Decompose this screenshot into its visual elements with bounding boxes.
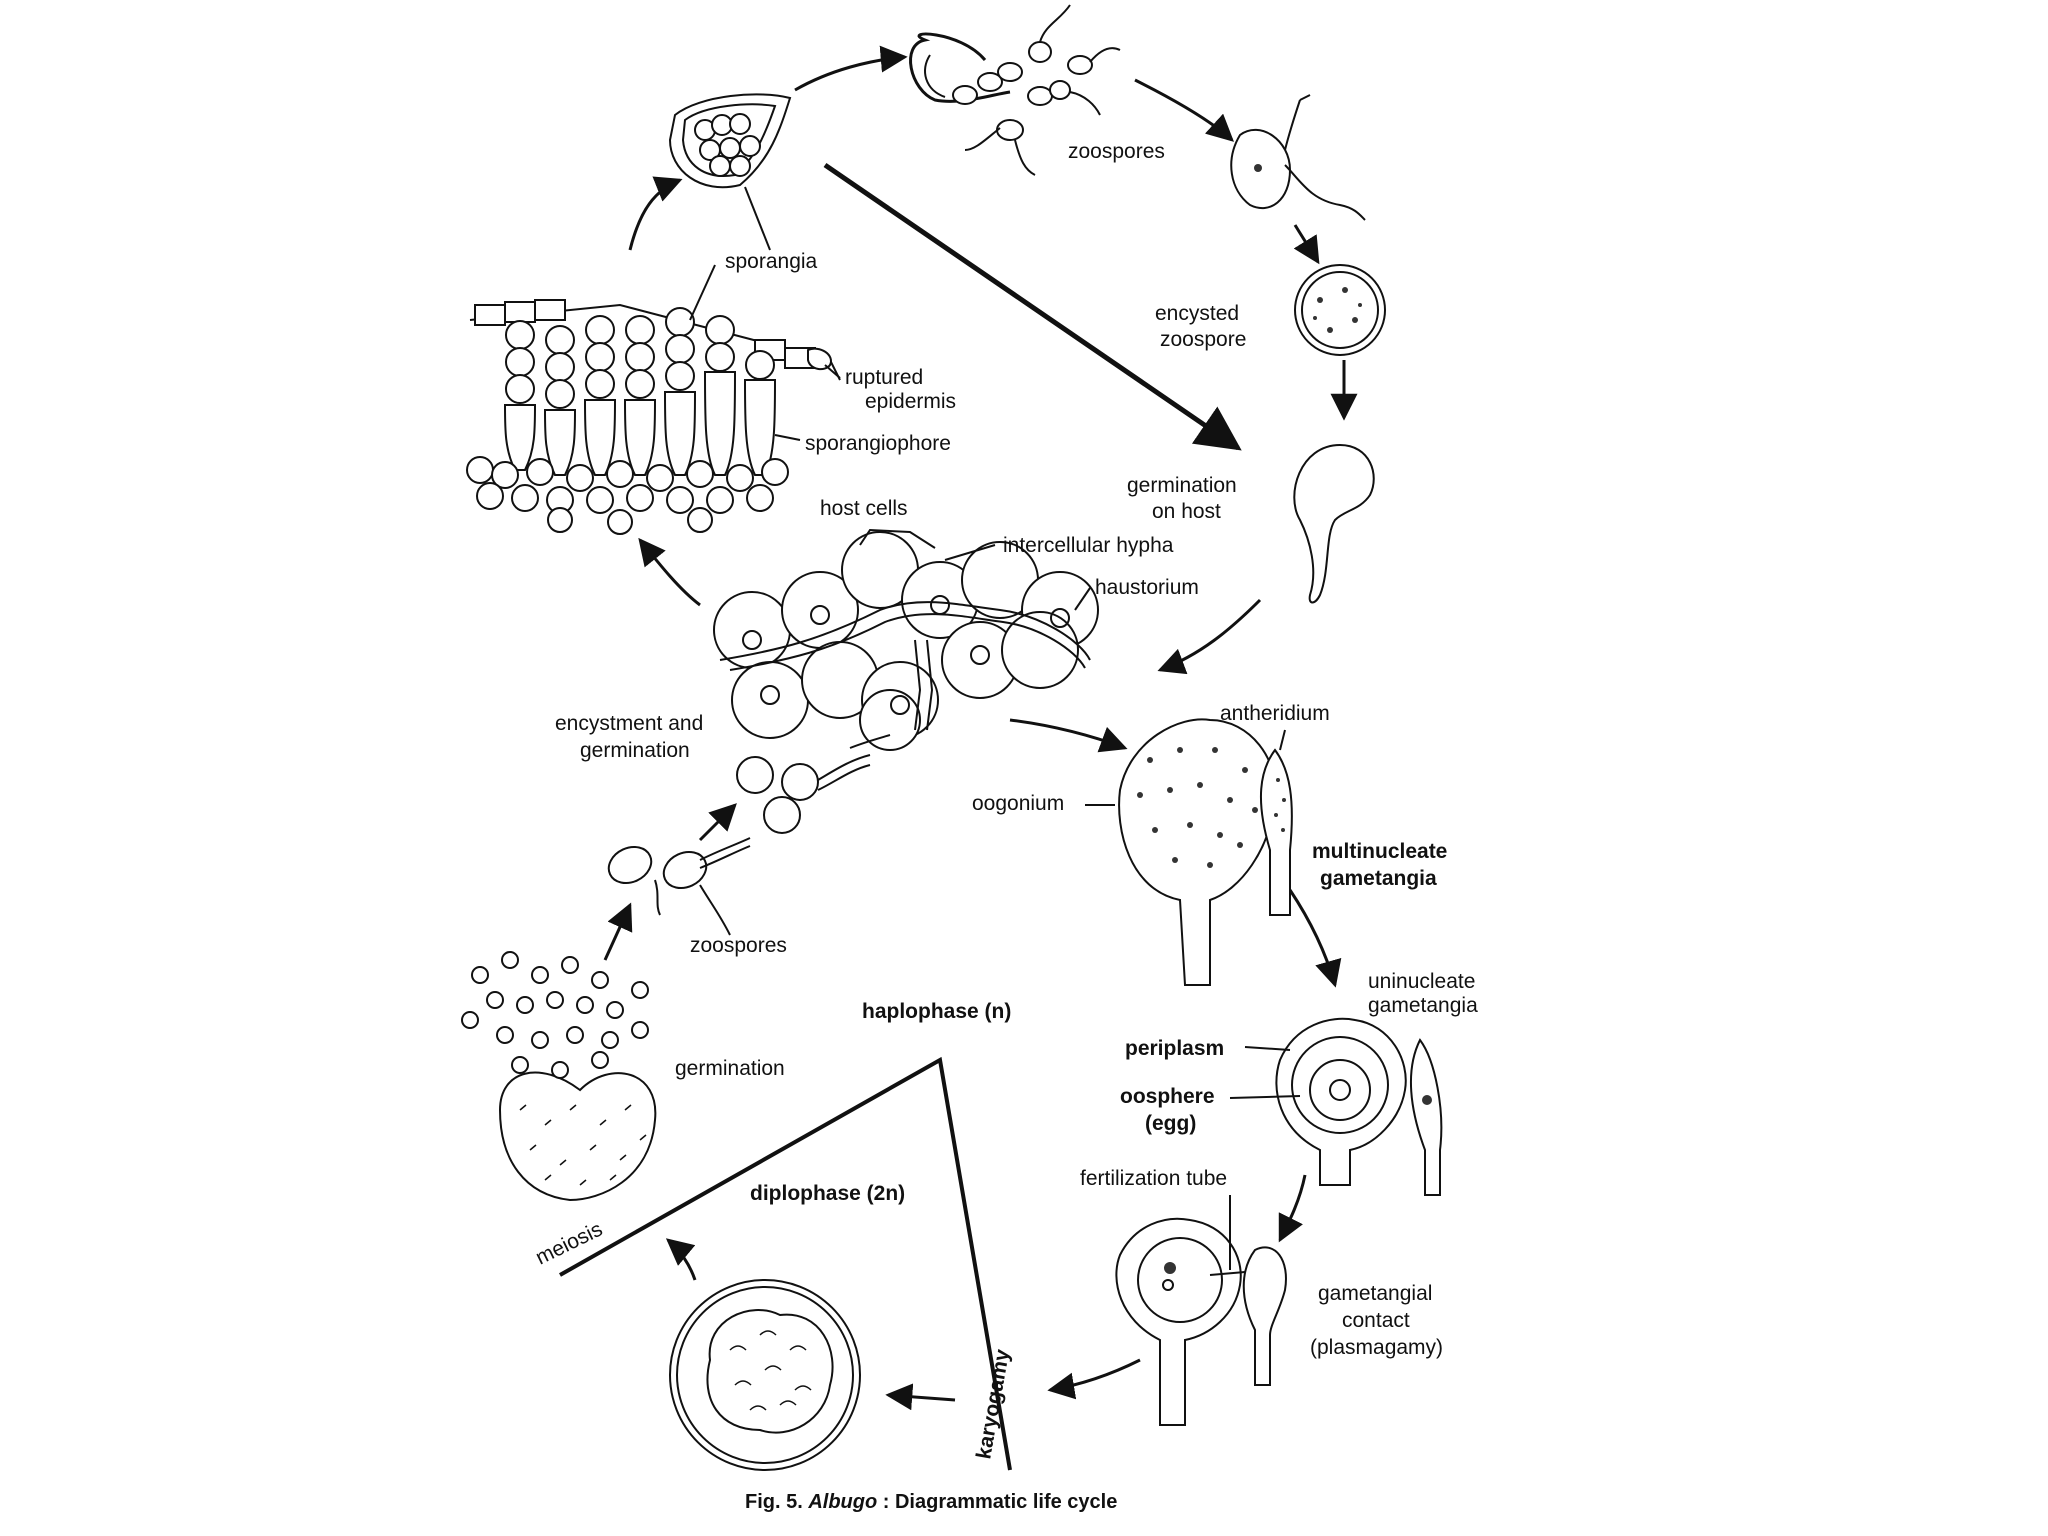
label-oosphere: oosphere <box>1120 1085 1215 1108</box>
caption-suffix: : Diagrammatic life cycle <box>877 1491 1117 1513</box>
label-multinucleate: multinucleate <box>1312 840 1447 863</box>
germinating-oospore <box>461 951 657 1202</box>
label-epidermis: epidermis <box>865 390 956 413</box>
label-zoospores-top: zoospores <box>1068 140 1165 163</box>
label-germination: germination <box>675 1057 785 1080</box>
cycle-arrows <box>603 45 1358 1411</box>
label-haustorium: haustorium <box>1095 576 1199 599</box>
label-sporangiophore: sporangiophore <box>805 432 951 455</box>
label-contact: contact <box>1342 1309 1410 1332</box>
label-germination-on-host-2: on host <box>1152 500 1221 523</box>
label-ruptured: ruptured <box>845 366 923 389</box>
label-periplasm: periplasm <box>1125 1037 1224 1060</box>
sporangia-chains <box>503 307 777 476</box>
label-encysted: encysted <box>1155 302 1239 325</box>
label-sporangia: sporangia <box>725 250 818 273</box>
germinating-zoospore <box>1293 443 1375 604</box>
arrow-to-sporangiophores <box>638 537 701 607</box>
label-host-cells: host cells <box>820 497 908 520</box>
sporangia-pointer <box>744 186 771 251</box>
label-gametangial: gametangial <box>1318 1282 1432 1305</box>
arrow-to-meiosis <box>665 1238 697 1281</box>
encystment-germination <box>607 734 891 936</box>
arrow-direct-germination <box>823 162 1242 451</box>
haustorium-pointer <box>1074 587 1091 611</box>
host-tissue-base <box>466 456 789 535</box>
arrow-to-oospore <box>885 1383 956 1411</box>
antheridium-pointer <box>1279 729 1286 751</box>
swimming-zoospore <box>1230 94 1366 221</box>
sporangia-pointer-2 <box>689 264 716 321</box>
arrow-to-oogonium <box>1009 718 1128 753</box>
label-oogonium: oogonium <box>972 792 1064 815</box>
uninucleate-gametangia <box>1229 1017 1443 1196</box>
intercellular-hypha-pointer <box>944 544 996 561</box>
ruptured-epidermis-pointer <box>824 364 841 379</box>
multinucleate-gametangia <box>1085 718 1293 986</box>
periplasm-pointer <box>1244 1046 1291 1051</box>
label-zoospore: zoospore <box>1160 328 1246 351</box>
arrow-to-fertilization <box>1278 1174 1307 1243</box>
arrow-to-encysted <box>1293 224 1320 265</box>
figure-caption: Fig. 5. Albugo : Diagrammatic life cycle <box>745 1491 1117 1513</box>
caption-prefix: Fig. 5. <box>745 1491 808 1513</box>
arrow-to-encystment <box>698 803 737 842</box>
label-germination-on-host-1: germination <box>1127 474 1237 497</box>
arrow-to-host <box>1157 598 1262 675</box>
host-cells-pointer <box>859 528 936 549</box>
sporangium <box>668 93 792 251</box>
label-karyogamy: karyogamy <box>972 1347 1014 1461</box>
arrow-to-zoospores <box>794 45 908 92</box>
label-encystment-germination: germination <box>580 739 690 762</box>
label-uninucleate: uninucleate <box>1368 970 1475 993</box>
arrow-to-oospore-right <box>1047 1358 1141 1400</box>
label-meiosis: meiosis <box>532 1218 606 1270</box>
infected-host-cells <box>713 528 1099 751</box>
arrow-to-sporangium <box>628 176 683 251</box>
label-plasmagamy: (plasmagamy) <box>1310 1336 1443 1359</box>
label-antheridium: antheridium <box>1220 702 1330 725</box>
oospore <box>669 1279 861 1471</box>
label-oosphere-egg: (egg) <box>1145 1112 1196 1135</box>
label-uninucleate-gametangia: gametangia <box>1368 994 1478 1017</box>
label-intercellular-hypha: intercellular hypha <box>1003 534 1174 557</box>
sporangiophore-pointer <box>774 434 801 441</box>
arrow-to-swimming-zoospore <box>1134 78 1234 142</box>
label-zoospores-bottom: zoospores <box>690 934 787 957</box>
arrow-to-zoospores-bottom <box>603 902 633 961</box>
caption-genus: Albugo <box>807 1491 877 1513</box>
released-zoospores <box>461 951 649 1079</box>
label-diplophase: diplophase (2n) <box>750 1182 905 1205</box>
sporangiophore-sorus <box>466 264 841 535</box>
fertilization-stage <box>1115 1195 1287 1426</box>
label-haplophase: haplophase (n) <box>862 1000 1011 1023</box>
zoospore-release <box>909 4 1121 176</box>
label-encystment: encystment and <box>555 712 703 735</box>
label-fertilization-tube: fertilization tube <box>1080 1167 1227 1190</box>
phase-divider <box>559 1056 1012 1471</box>
label-multinucleate-gametangia: gametangia <box>1320 867 1437 890</box>
oosphere-pointer <box>1229 1095 1301 1099</box>
arrow-to-uninucleate <box>1288 889 1342 988</box>
encysted-zoospore <box>1294 264 1386 356</box>
zoospores-bottom-pointer <box>699 884 731 936</box>
